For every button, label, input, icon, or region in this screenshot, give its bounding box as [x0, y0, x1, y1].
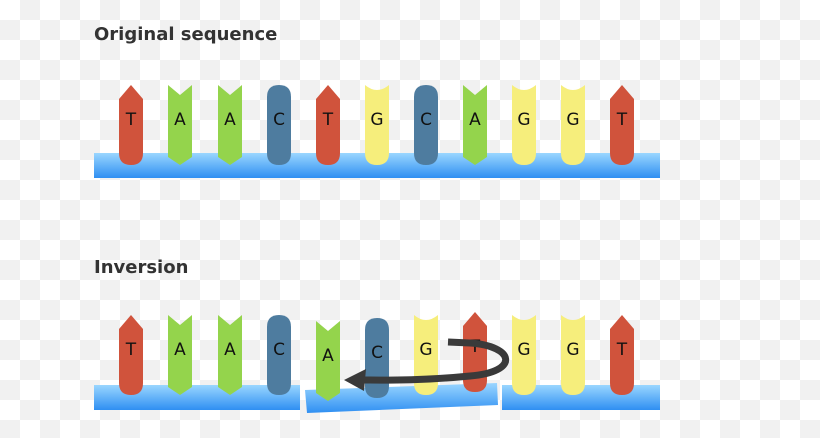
- original-sequence-title: Original sequence: [94, 24, 278, 45]
- nucleotide-letter: G: [419, 340, 432, 360]
- nucleotide-shape: [119, 315, 143, 395]
- nucleotide-letter: A: [224, 340, 236, 360]
- original-nucleotide-C: C: [414, 85, 438, 165]
- nucleotide-shape: [218, 85, 242, 165]
- nucleotide-shape: [610, 315, 634, 395]
- nucleotide-shape: [168, 315, 192, 395]
- original-nucleotide-G: G: [365, 85, 389, 165]
- nucleotide-shape: [267, 85, 291, 165]
- nucleotide-letter: A: [469, 110, 481, 130]
- dna-backbone: [305, 383, 498, 413]
- nucleotide-letter: G: [517, 340, 530, 360]
- nucleotide-letter: G: [370, 110, 383, 130]
- nucleotide-shape: [168, 85, 192, 165]
- inversion-nucleotide-G: G: [512, 315, 536, 395]
- inversion-arrow: [361, 338, 510, 384]
- nucleotide-shape: [512, 85, 536, 165]
- inversion-nucleotide-A: A: [168, 315, 192, 395]
- nucleotide-letter: T: [125, 110, 137, 130]
- inversion-nucleotide-C: C: [267, 315, 291, 395]
- nucleotide-letter: C: [273, 110, 285, 130]
- nucleotide-shape: [561, 85, 585, 165]
- nucleotide-letter: T: [125, 340, 137, 360]
- nucleotide-letter: C: [273, 340, 285, 360]
- original-nucleotide-A: A: [463, 85, 487, 165]
- original-nucleotide-C: C: [267, 85, 291, 165]
- nucleotide-letter: G: [566, 110, 579, 130]
- original-nucleotide-G: G: [561, 85, 585, 165]
- nucleotide-shape: [218, 315, 242, 395]
- nucleotide-shape: [463, 85, 487, 165]
- inversion-nucleotide-C: C: [365, 318, 389, 398]
- nucleotide-letter: T: [322, 110, 334, 130]
- nucleotide-shape: [512, 315, 536, 395]
- nucleotide-letter: T: [616, 110, 628, 130]
- nucleotide-shape: [414, 85, 438, 165]
- nucleotide-letter: G: [566, 340, 579, 360]
- original-nucleotide-A: A: [168, 85, 192, 165]
- original-nucleotide-T: T: [119, 85, 143, 165]
- nucleotide-shape: [561, 315, 585, 395]
- nucleotide-shape: [316, 321, 340, 401]
- inversion-nucleotide-A: A: [316, 321, 340, 401]
- nucleotide-shape: [267, 315, 291, 395]
- nucleotide-letter: A: [224, 110, 236, 130]
- nucleotide-shape: [414, 315, 438, 395]
- original-nucleotide-G: G: [512, 85, 536, 165]
- nucleotide-shape: [610, 85, 634, 165]
- inversion-title: Inversion: [94, 257, 189, 278]
- inversion-nucleotide-T: T: [463, 312, 487, 392]
- inversion-nucleotide-G: G: [561, 315, 585, 395]
- nucleotide-letter: C: [371, 343, 383, 363]
- inversion-nucleotide-A: A: [218, 315, 242, 395]
- nucleotide-shape: [119, 85, 143, 165]
- nucleotide-letter: A: [174, 110, 186, 130]
- original-nucleotide-T: T: [316, 85, 340, 165]
- nucleotide-shape: [316, 85, 340, 165]
- nucleotide-letter: G: [517, 110, 530, 130]
- arrow-head-icon: [344, 369, 366, 391]
- dna-backbone: [94, 385, 300, 410]
- original-nucleotide-T: T: [610, 85, 634, 165]
- nucleotide-shape: [365, 85, 389, 165]
- inversion-nucleotide-G: G: [414, 315, 438, 395]
- original-nucleotide-A: A: [218, 85, 242, 165]
- nucleotide-letter: A: [322, 346, 334, 366]
- nucleotide-letter: T: [616, 340, 628, 360]
- nucleotide-letter: C: [420, 110, 432, 130]
- inversion-nucleotide-T: T: [610, 315, 634, 395]
- inversion-nucleotide-T: T: [119, 315, 143, 395]
- nucleotide-letter: A: [174, 340, 186, 360]
